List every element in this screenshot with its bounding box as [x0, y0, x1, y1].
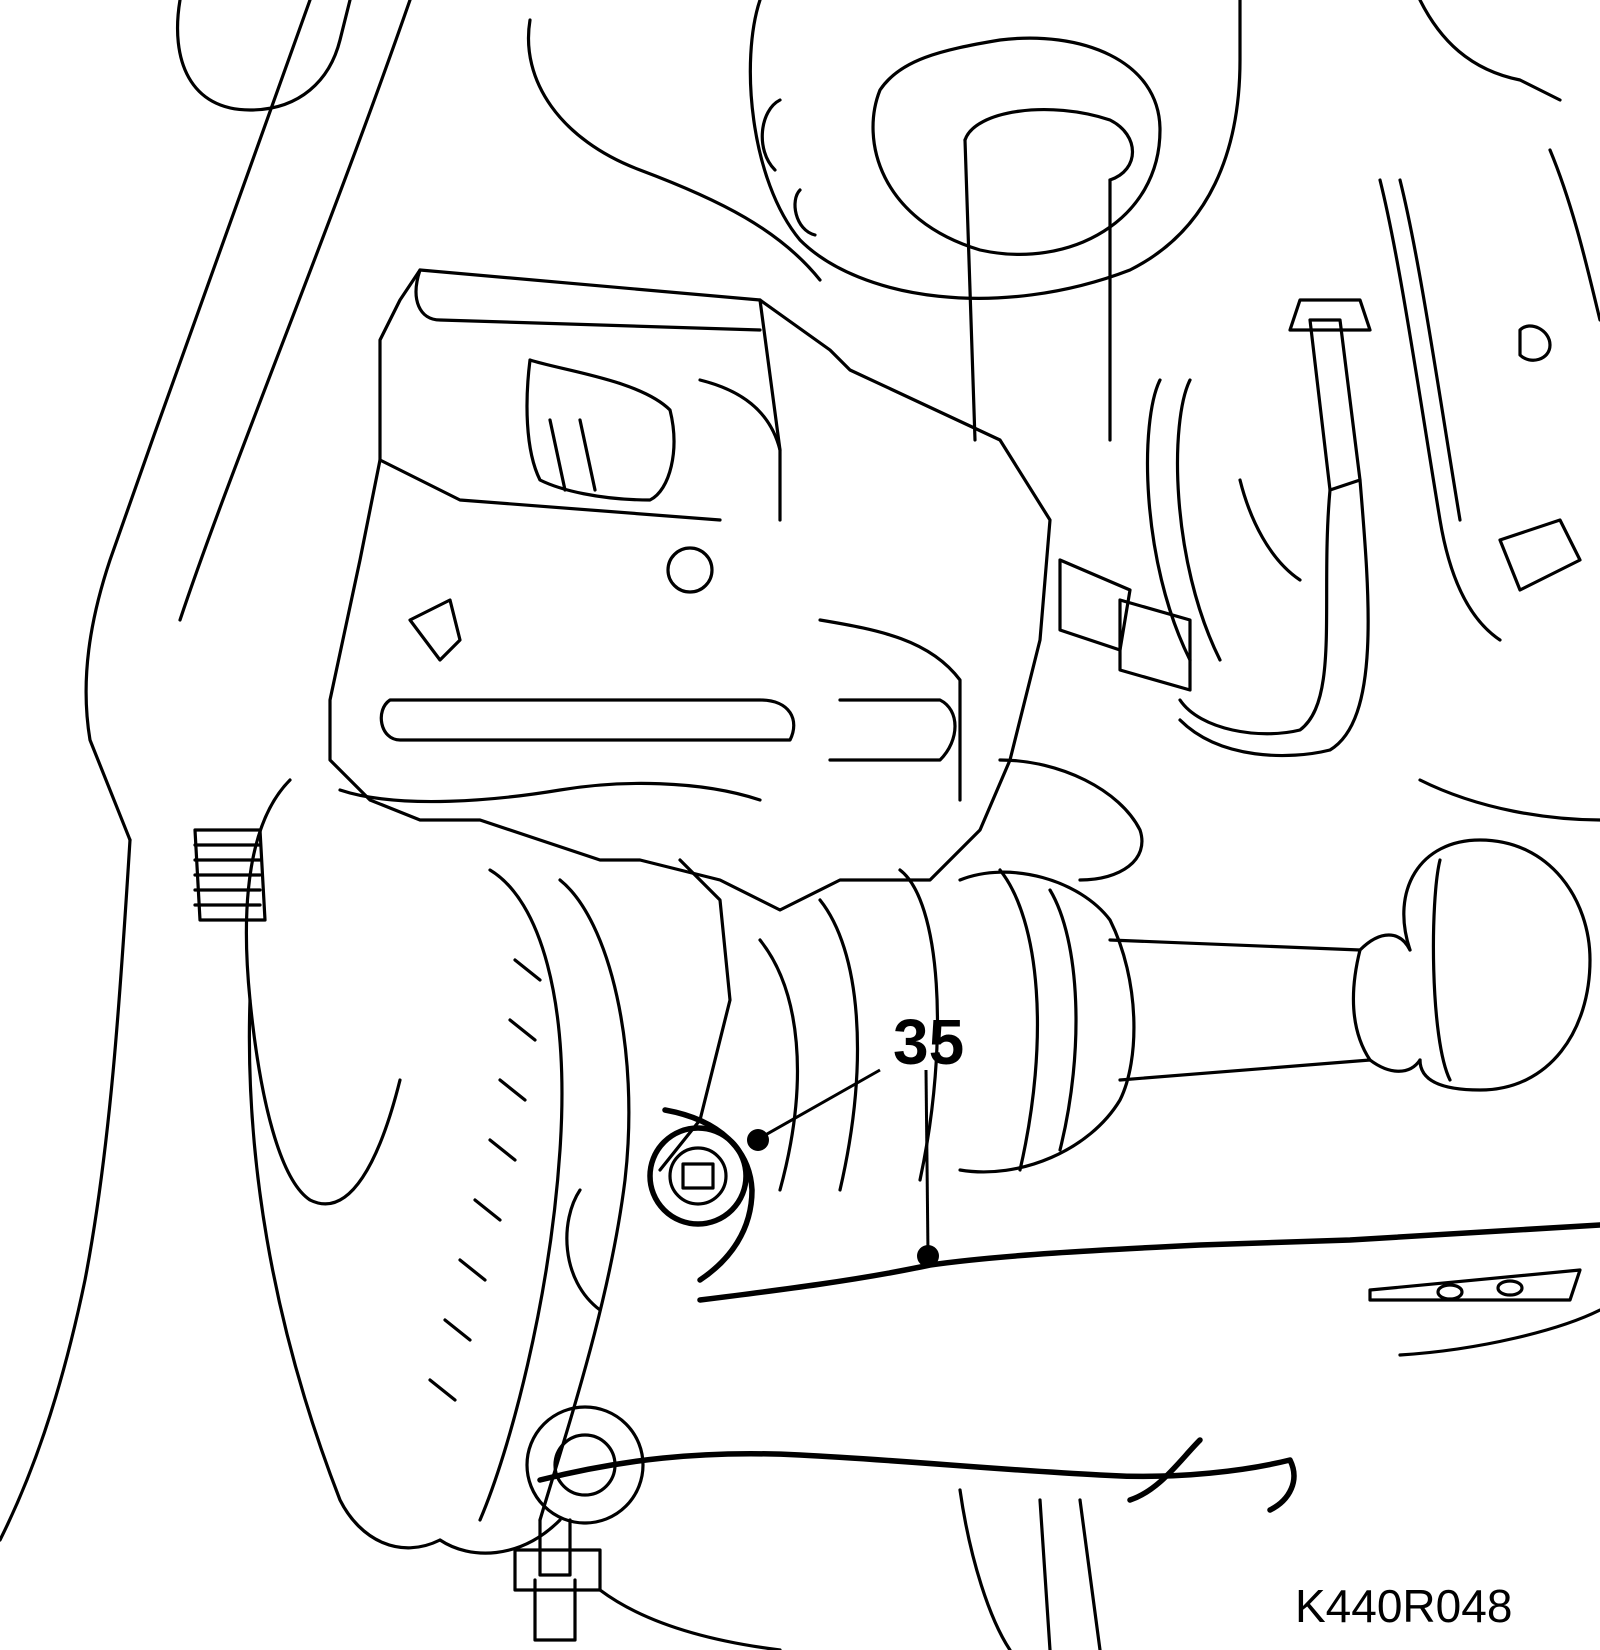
- wheel-arch-panel: [0, 0, 1600, 1542]
- strut-assembly: [527, 0, 1242, 442]
- leader-line: [924, 1069, 930, 1255]
- leader-dot: [917, 1245, 939, 1267]
- subframe: [598, 1488, 1102, 1650]
- brake-lines: [1058, 178, 1582, 758]
- steering-knuckle: [565, 758, 1144, 1312]
- wheel-stud: [193, 828, 267, 922]
- lower-bushing: [513, 1405, 645, 1642]
- leader-line: [759, 1068, 881, 1140]
- brake-caliper: [328, 268, 1052, 912]
- lower-control-arm: [537, 1222, 1600, 1513]
- callout-35: 35: [747, 1006, 964, 1267]
- cv-joint-boot: [758, 868, 1136, 1192]
- leader-dot: [747, 1129, 769, 1151]
- drive-shaft: [1108, 778, 1600, 1092]
- callout-label: 35: [893, 1006, 964, 1078]
- brake-disc: [244, 778, 631, 1555]
- figure-code: K440R048: [1295, 1580, 1512, 1632]
- ball-joint-nut: [647, 1107, 755, 1283]
